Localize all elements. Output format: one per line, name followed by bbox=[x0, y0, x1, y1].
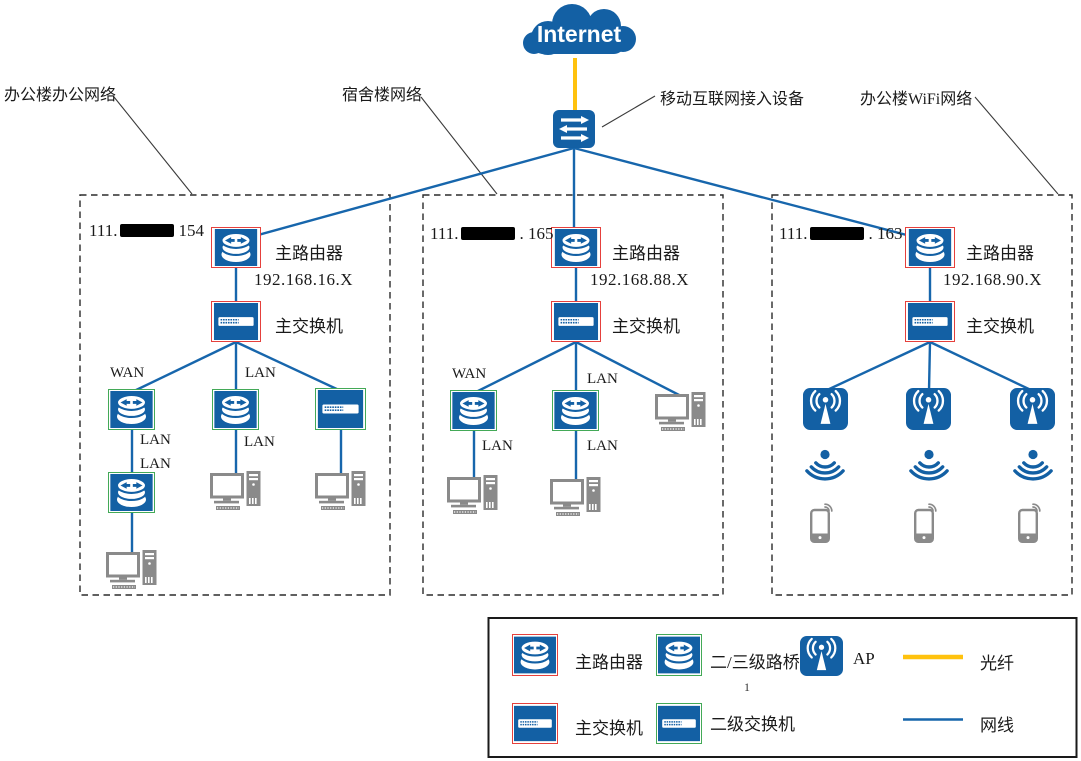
dorm-wan-ip-suffix: . 165 bbox=[519, 224, 554, 243]
dorm-sub-router-left-icon bbox=[450, 390, 497, 431]
office-pc-mid-icon bbox=[210, 470, 264, 514]
legend-fiber-label: 光纤 bbox=[980, 654, 1014, 673]
internet-label: Internet bbox=[536, 21, 622, 47]
dorm-lan-port-label-left: LAN bbox=[482, 438, 513, 454]
office-wan-ip-suffix: 154 bbox=[178, 221, 205, 240]
access-callout-line bbox=[601, 95, 656, 128]
access-device-callout: 移动互联网接入设备 bbox=[660, 91, 805, 108]
wifi-wan-ip-prefix: 111. bbox=[779, 224, 808, 243]
office-wan-ip: 111. 154 bbox=[89, 221, 204, 241]
office-main-switch-icon bbox=[211, 301, 261, 342]
legend-ap-icon bbox=[800, 635, 843, 677]
wifi-signal-icon-3 bbox=[1010, 448, 1056, 488]
wifi-main-router-label: 主路由器 bbox=[966, 244, 1034, 263]
wifi-network-callout: 办公楼WiFi网络 bbox=[860, 91, 973, 108]
dorm-main-router-icon bbox=[551, 227, 601, 268]
dorm-main-switch-label: 主交换机 bbox=[612, 317, 680, 336]
office-pc-right-icon bbox=[315, 470, 369, 514]
legend-secondary-router-label: 二/三级路桥 bbox=[710, 653, 800, 672]
office-lan-port-label-left2: LAN bbox=[140, 456, 171, 472]
wifi-main-switch-label: 主交换机 bbox=[966, 317, 1034, 336]
office-sub-router-mid-icon bbox=[212, 389, 259, 430]
redaction-block bbox=[119, 224, 174, 237]
office-wan-ip-prefix: 111. bbox=[89, 221, 118, 240]
legend-main-router-label: 主路由器 bbox=[575, 653, 643, 672]
dorm-main-router-label: 主路由器 bbox=[612, 244, 680, 263]
cable-to-wifi-router bbox=[573, 146, 919, 240]
wifi-signal-icon-1 bbox=[802, 448, 848, 488]
office-main-router-icon bbox=[211, 227, 261, 268]
redaction-block bbox=[460, 227, 515, 240]
office-network-callout: 办公楼办公网络 bbox=[4, 87, 117, 104]
office-lan-port-label-left1: LAN bbox=[140, 432, 171, 448]
legend-cable-label: 网线 bbox=[980, 716, 1014, 735]
ap-icon-1 bbox=[803, 388, 848, 430]
wifi-callout-line bbox=[974, 96, 1059, 195]
office-lan-subnet: 192.168.16.X bbox=[254, 270, 354, 289]
dorm-lan-subnet: 192.168.88.X bbox=[590, 270, 690, 289]
wifi-main-router-icon bbox=[905, 227, 955, 268]
legend-secondary-switch-label: 二级交换机 bbox=[710, 715, 795, 734]
office-wan-port-label: WAN bbox=[110, 365, 145, 381]
legend-main-router-icon bbox=[512, 634, 558, 676]
phone-icon-3 bbox=[1018, 503, 1042, 543]
office-pc-bottom-icon bbox=[106, 549, 160, 593]
redaction-block bbox=[809, 227, 864, 240]
dorm-network-callout: 宿舍楼网络 bbox=[342, 87, 423, 104]
office-lan-port-label-top: LAN bbox=[245, 365, 276, 381]
legend-secondary-router-icon bbox=[656, 634, 702, 676]
legend-secondary-switch-icon bbox=[656, 703, 702, 744]
dorm-network-box bbox=[422, 194, 724, 596]
access-switch-icon bbox=[553, 110, 595, 148]
office-lan-port-label-mid: LAN bbox=[244, 434, 275, 450]
office-sub-router2-icon bbox=[108, 472, 155, 513]
legend-box bbox=[487, 617, 1078, 758]
dorm-wan-ip-prefix: 111. bbox=[430, 224, 459, 243]
wifi-lan-subnet: 192.168.90.X bbox=[943, 270, 1043, 289]
dorm-pc-left-icon bbox=[447, 474, 501, 518]
office-callout-line bbox=[113, 96, 193, 195]
office-network-box bbox=[79, 194, 391, 596]
phone-icon-1 bbox=[810, 503, 834, 543]
office-sub-router-left-icon bbox=[108, 389, 155, 430]
legend-main-switch-label: 主交换机 bbox=[575, 719, 643, 738]
wifi-wan-ip: 111. . 163 bbox=[779, 224, 903, 244]
dorm-wan-ip: 111. . 165 bbox=[430, 224, 554, 244]
phone-icon-2 bbox=[914, 503, 938, 543]
ap-icon-3 bbox=[1010, 388, 1055, 430]
office-sub-switch-icon bbox=[315, 388, 366, 430]
dorm-sub-router-mid-icon bbox=[552, 390, 599, 431]
legend-stray-text: 1 bbox=[744, 680, 750, 694]
ap-icon-2 bbox=[906, 388, 951, 430]
wifi-wan-ip-suffix: . 163 bbox=[868, 224, 903, 243]
dorm-lan-port-label-mid: LAN bbox=[587, 438, 618, 454]
wifi-signal-icon-2 bbox=[906, 448, 952, 488]
dorm-lan-port-label-top: LAN bbox=[587, 371, 618, 387]
office-main-router-label: 主路由器 bbox=[275, 244, 343, 263]
dorm-pc-mid-icon bbox=[550, 476, 604, 520]
internet-cloud bbox=[512, 2, 646, 64]
wifi-main-switch-icon bbox=[905, 301, 955, 342]
legend-main-switch-icon bbox=[512, 703, 558, 744]
cable-to-office-router bbox=[239, 146, 575, 242]
dorm-pc-right-icon bbox=[655, 391, 709, 435]
office-main-switch-label: 主交换机 bbox=[275, 317, 343, 336]
dorm-callout-line bbox=[420, 96, 498, 195]
legend-ap-label: AP bbox=[853, 649, 875, 668]
dorm-wan-port-label: WAN bbox=[452, 366, 487, 382]
dorm-main-switch-icon bbox=[551, 301, 601, 342]
wifi-network-box bbox=[771, 194, 1073, 596]
